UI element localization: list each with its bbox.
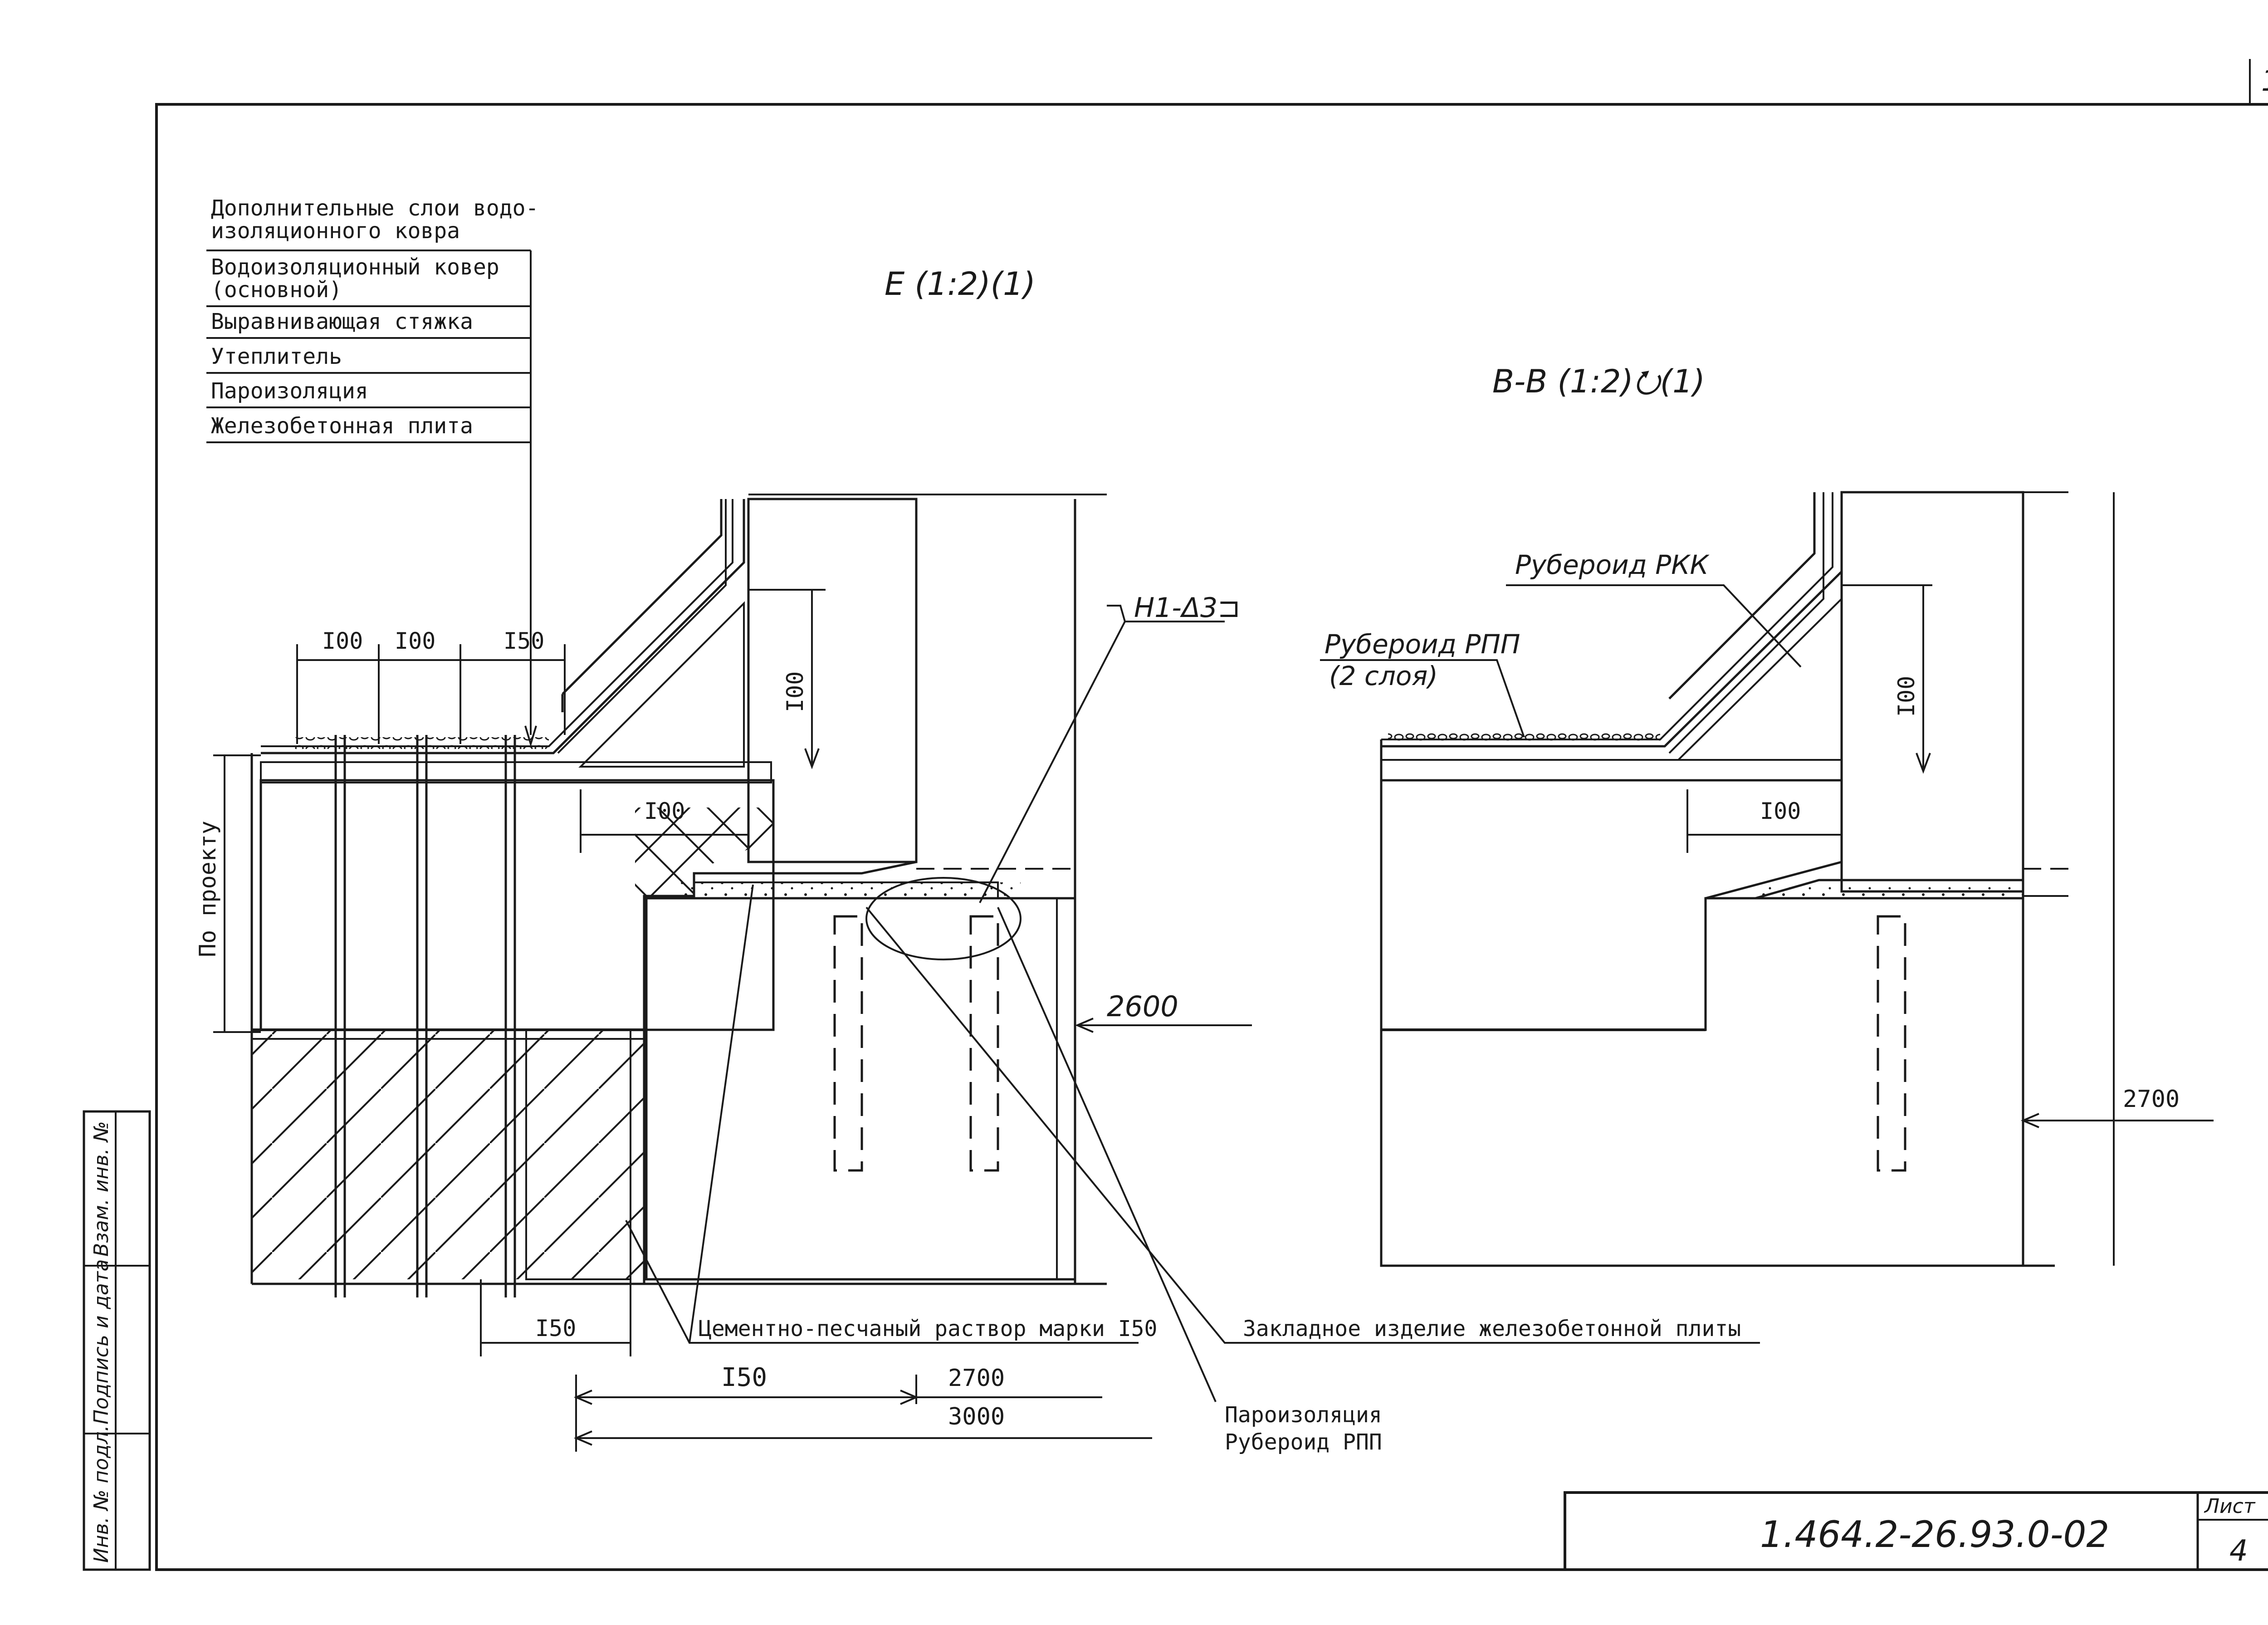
- left-view-drawing: [250, 494, 1107, 1297]
- document-code: 1.464.2-26.93.0-02: [1760, 1513, 2109, 1556]
- sheet-frame: [155, 59, 2268, 1571]
- label-rpp-layers: (2 слоя): [1329, 661, 1438, 691]
- dim-2700-left: 2700: [948, 1365, 1005, 1392]
- legend-line-5: Выравнивающая стяжка: [211, 309, 473, 334]
- right-view-dimensions: [1320, 584, 2214, 1128]
- list-label: Лист: [2204, 1495, 2256, 1518]
- legend-line-4: (основной): [211, 277, 342, 303]
- dim-2600: 2600: [1107, 990, 1178, 1023]
- right-view-drawing: [1380, 491, 2115, 1267]
- list-number: 4: [2229, 1534, 2248, 1568]
- left-view-title: Е (1:2)(1): [885, 265, 1036, 303]
- label-ruberoid-rpp: Рубероид РПП: [1325, 629, 1520, 660]
- stamp-replace-inv: Взам. инв. №: [90, 1121, 113, 1257]
- page-number: 19: [2261, 64, 2268, 98]
- title-block: [1564, 1491, 2268, 1570]
- binding-stamp: Взам. инв. № Подпись и дата Инв. № подл.: [83, 1110, 151, 1571]
- annotation-embedded-part: Закладное изделие железобетонной плиты: [1243, 1316, 1741, 1341]
- annotation-vapor-barrier: Пароизоляция: [1225, 1402, 1382, 1428]
- dim-2700-right: 2700: [2123, 1086, 2180, 1113]
- annotation-leaders: [625, 884, 1760, 1402]
- legend-line-2: изоляционного ковра: [211, 218, 460, 244]
- dim-right-100-horizontal: I00: [1760, 798, 1801, 824]
- dim-3000: 3000: [948, 1403, 1005, 1430]
- dim-left-100-horizontal: I00: [644, 798, 685, 824]
- annotation-mortar: Цементно-песчаный раствор марки I50: [699, 1316, 1157, 1341]
- stamp-sign-date: Подпись и дата: [90, 1259, 113, 1424]
- label-ruberoid-rkk: Рубероид РКК: [1515, 549, 1710, 580]
- legend-line-1: Дополнительные слои водо-: [211, 196, 538, 221]
- callout-h1: Н1-Δ3⊐: [1134, 592, 1240, 624]
- dim-150-mid: I50: [721, 1363, 767, 1392]
- stamp-inv-orig: Инв. № подл.: [90, 1425, 113, 1563]
- right-view-title: В-В (1:2)⭮(1): [1492, 363, 1705, 400]
- dim-by-project: По проекту: [195, 821, 221, 957]
- dim-left-150: I50: [503, 628, 544, 654]
- dim-150-bottom: I50: [535, 1315, 576, 1341]
- annotation-vapor-material: Рубероид РПП: [1225, 1429, 1382, 1455]
- legend-line-7: Пароизоляция: [211, 378, 368, 404]
- dim-left-100a: I00: [322, 628, 363, 654]
- dim-right-100-vertical: I00: [1893, 676, 1920, 717]
- legend-line-3: Водоизоляционный ковер: [211, 255, 499, 280]
- callout-h1-leader: [979, 605, 1225, 903]
- dim-left-100-vertical: I00: [782, 671, 808, 712]
- dim-left-100b: I00: [395, 628, 435, 654]
- legend-line-6: Утеплитель: [211, 344, 342, 369]
- left-view-dimensions: [213, 589, 1252, 1452]
- layer-legend: [206, 250, 537, 747]
- legend-line-8: Железобетонная плита: [211, 413, 473, 439]
